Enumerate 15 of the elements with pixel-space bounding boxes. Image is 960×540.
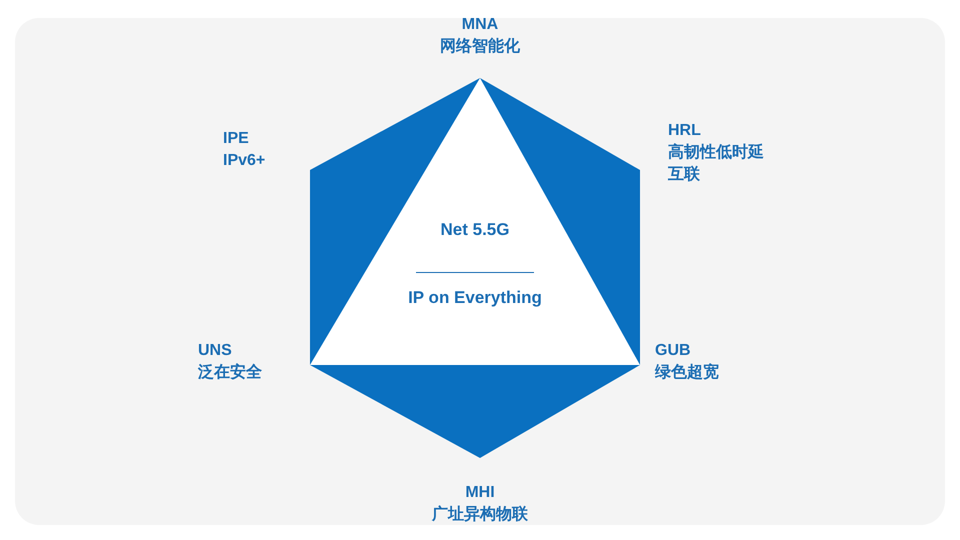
vertex-code: HRL (668, 121, 701, 141)
vertex-code: GUB (655, 341, 691, 361)
vertex-code: MHI (465, 483, 495, 503)
center-subtitle: IP on Everything (407, 288, 543, 308)
vertex-label: 高韧性低时延互联 (668, 142, 765, 185)
vertex-label: 网络智能化 (440, 36, 520, 57)
vertex-label: 绿色超宽 (655, 362, 719, 383)
vertex-label: 广址异构物联 (432, 504, 528, 525)
vertex-code: MNA (462, 15, 498, 35)
vertex-code: IPE (223, 129, 249, 149)
triangle-node (310, 78, 640, 365)
vertex-label: 泛在安全 (198, 362, 262, 383)
vertex-code: UNS (198, 341, 232, 361)
center-title: Net 5.5G (440, 220, 510, 240)
vertex-label: IPv6+ (223, 151, 266, 171)
